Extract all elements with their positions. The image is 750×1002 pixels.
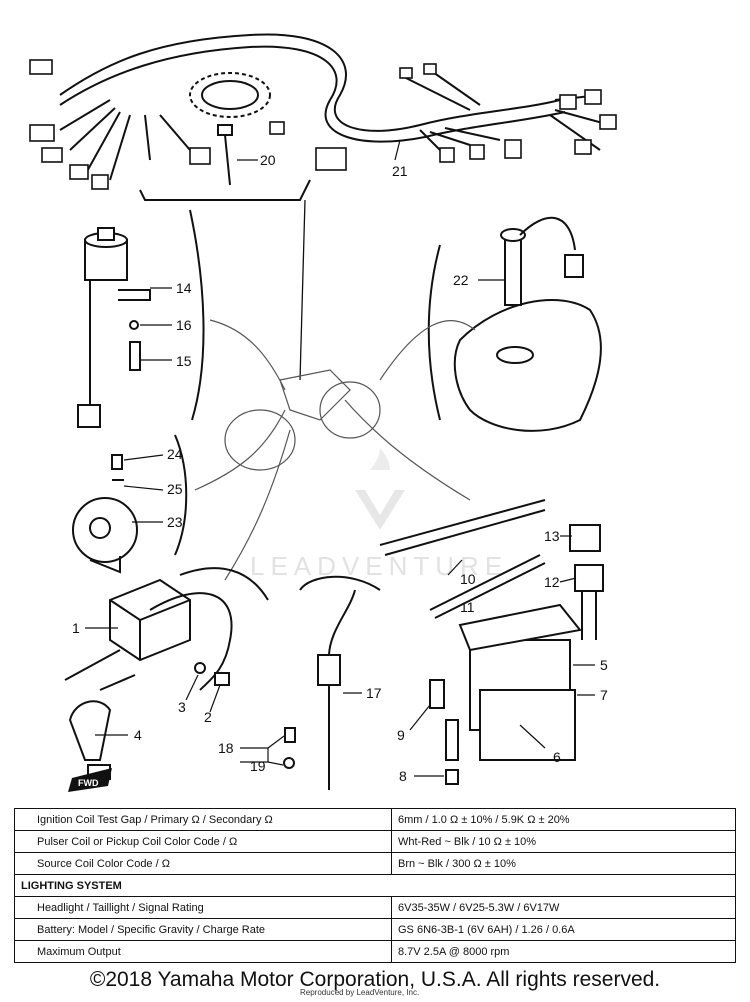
table-row: Ignition Coil Test Gap / Primary Ω / Sec…	[14, 808, 736, 831]
harness-clamp	[217, 124, 233, 186]
spec-value: 8.7V 2.5A @ 8000 rpm	[391, 940, 736, 963]
callout-13: 13	[544, 528, 560, 544]
callout-22: 22	[453, 272, 469, 288]
table-row: Headlight / Taillight / Signal Rating 6V…	[14, 896, 736, 919]
table-row: Battery: Model / Specific Gravity / Char…	[14, 918, 736, 941]
callout-25: 25	[167, 481, 183, 497]
reproduced-by-note: Reproduced by LeadVenture, Inc.	[300, 988, 420, 997]
callout-5: 5	[600, 657, 608, 673]
table-row: Source Coil Color Code / Ω Brn ~ Blk / 3…	[14, 852, 736, 875]
callout-10: 10	[460, 571, 476, 587]
callout-17: 17	[366, 685, 382, 701]
callout-6: 6	[553, 749, 561, 765]
battery-group	[379, 499, 604, 785]
table-section-row: LIGHTING SYSTEM	[14, 874, 736, 897]
callout-labels: 20 21 14 16 15 22 24 25 23 13 10 12 11 1…	[72, 152, 608, 784]
ignition-coil-group	[64, 567, 269, 780]
callout-2: 2	[204, 709, 212, 725]
callout-24: 24	[167, 446, 183, 462]
wire-harness	[59, 33, 611, 381]
callout-8: 8	[399, 768, 407, 784]
callout-7: 7	[600, 687, 608, 703]
section-heading: LIGHTING SYSTEM	[14, 874, 736, 897]
neutral-switch-group	[283, 575, 381, 790]
callout-21: 21	[392, 163, 408, 179]
spec-label: Source Coil Color Code / Ω	[14, 852, 392, 875]
fwd-mark: FWD	[78, 778, 99, 788]
callout-11: 11	[460, 599, 475, 615]
spec-value: Wht-Red ~ Blk / 10 Ω ± 10%	[391, 830, 736, 853]
spec-label: Pulser Coil or Pickup Coil Color Code / …	[14, 830, 392, 853]
spec-label: Maximum Output	[14, 940, 392, 963]
watermark-logo: LEADVENTURE	[250, 448, 508, 581]
fwd-arrow: FWD	[68, 768, 112, 792]
callout-20: 20	[260, 152, 276, 168]
table-row: Maximum Output 8.7V 2.5A @ 8000 rpm	[14, 940, 736, 963]
callout-23: 23	[167, 514, 183, 530]
spec-label: Headlight / Taillight / Signal Rating	[14, 896, 392, 919]
watermark-text: LEADVENTURE	[250, 551, 508, 581]
frame-outline	[194, 319, 476, 581]
callout-12: 12	[544, 574, 560, 590]
spec-value: 6mm / 1.0 Ω ± 10% / 5.9K Ω ± 20%	[391, 808, 736, 831]
callout-19: 19	[250, 758, 266, 774]
spec-table: Ignition Coil Test Gap / Primary Ω / Sec…	[14, 808, 736, 963]
wiring-diagram: LEADVENTURE	[29, 33, 617, 792]
callout-3: 3	[178, 699, 186, 715]
horn-group	[72, 434, 188, 574]
spec-label: Ignition Coil Test Gap / Primary Ω / Sec…	[14, 808, 392, 831]
harness-connectors	[29, 59, 617, 190]
spec-value: GS 6N6-3B-1 (6V 6AH) / 1.26 / 0.6A	[391, 918, 736, 941]
main-switch-group	[77, 209, 205, 428]
spec-value: 6V35-35W / 6V25-5.3W / 6V17W	[391, 896, 736, 919]
callout-1: 1	[72, 620, 80, 636]
fuel-tank-group	[427, 216, 602, 432]
copyright-notice: ©2018 Yamaha Motor Corporation, U.S.A. A…	[89, 968, 661, 991]
callout-14: 14	[176, 280, 192, 296]
leader-lines	[85, 139, 595, 777]
callout-4: 4	[134, 727, 142, 743]
spec-label: Battery: Model / Specific Gravity / Char…	[14, 918, 392, 941]
spec-value: Brn ~ Blk / 300 Ω ± 10%	[391, 852, 736, 875]
callout-16: 16	[176, 317, 192, 333]
callout-15: 15	[176, 353, 192, 369]
callout-9: 9	[397, 727, 405, 743]
callout-18: 18	[218, 740, 234, 756]
table-row: Pulser Coil or Pickup Coil Color Code / …	[14, 830, 736, 853]
